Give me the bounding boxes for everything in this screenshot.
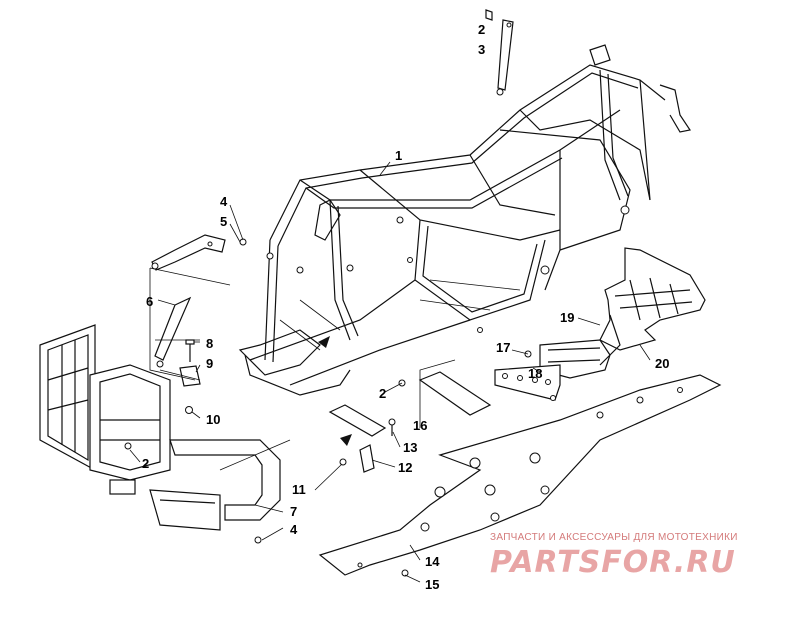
callout-20: 20 — [655, 356, 669, 371]
callout-3: 3 — [478, 42, 485, 57]
callout-14: 14 — [425, 554, 440, 569]
watermark-tagline: ЗАПЧАСТИ И АКСЕССУАРЫ ДЛЯ МОТОТЕХНИКИ — [490, 532, 738, 543]
callout-16: 16 — [413, 418, 427, 433]
skid-plate — [318, 374, 722, 577]
front-bracket — [151, 234, 247, 271]
clamp-assembly — [179, 339, 201, 414]
callout-2-mid: 2 — [379, 386, 386, 401]
watermark: ЗАПЧАСТИ И АКСЕССУАРЫ ДЛЯ МОТОТЕХНИКИ PA… — [490, 532, 738, 580]
callout-1: 1 — [395, 148, 402, 163]
callout-labels: 1 2 3 4 5 6 8 9 10 2 2 7 4 11 12 13 16 1… — [142, 22, 669, 592]
callout-10: 10 — [206, 412, 220, 427]
callout-19: 19 — [560, 310, 574, 325]
callout-12: 12 — [398, 460, 412, 475]
callout-4-top: 4 — [220, 194, 228, 209]
front-brace — [154, 296, 192, 368]
callout-7: 7 — [290, 504, 297, 519]
callout-11: 11 — [292, 482, 306, 497]
callout-18: 18 — [528, 366, 542, 381]
rear-rack-bracket — [485, 9, 514, 96]
mounting-plates — [318, 336, 492, 473]
callout-13: 13 — [403, 440, 417, 455]
rear-platform — [494, 247, 706, 401]
callout-15: 15 — [425, 577, 439, 592]
callout-2-bumper: 2 — [142, 456, 149, 471]
callout-2-top: 2 — [478, 22, 485, 37]
callout-5: 5 — [220, 214, 227, 229]
callout-4-bottom: 4 — [290, 522, 298, 537]
watermark-logo: PARTSFOR.RU — [490, 545, 736, 580]
callout-17: 17 — [496, 340, 510, 355]
front-bumper — [39, 324, 281, 544]
callout-8: 8 — [206, 336, 213, 351]
callout-6: 6 — [146, 294, 153, 309]
main-frame — [238, 44, 691, 396]
callout-9: 9 — [206, 356, 213, 371]
leader-lines — [129, 161, 651, 583]
